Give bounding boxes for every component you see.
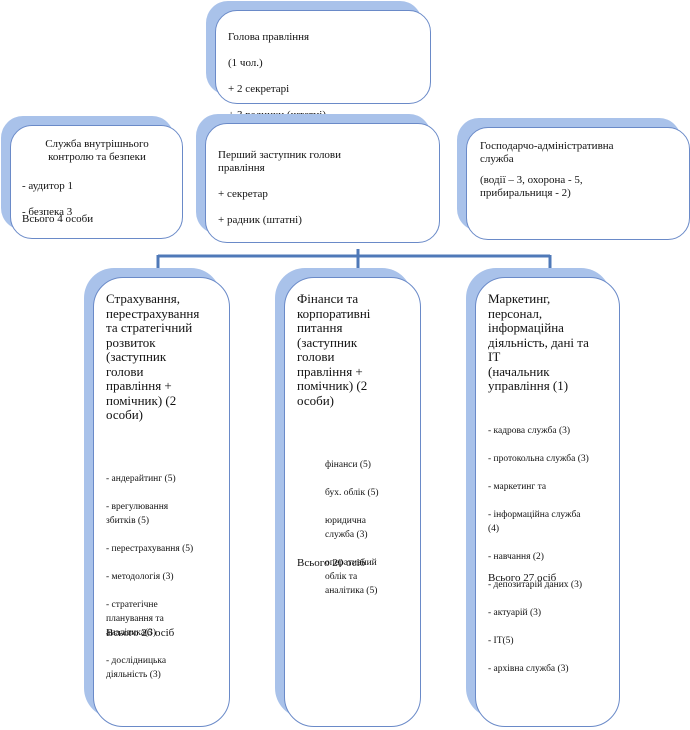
list-item: - перестрахування (5) xyxy=(106,544,194,554)
finance-list: фінанси (5) бух. облік (5) юридична служ… xyxy=(325,444,415,612)
head-line: (1 чол.) xyxy=(228,57,263,69)
list-item: - архівна служба (3) xyxy=(488,664,569,674)
list-item: - андерайтинг (5) xyxy=(106,474,176,484)
marketing-heading: Маркетинг, персонал, інформаційна діяльн… xyxy=(488,291,589,393)
admin-service-details: (водії – 3, охорона - 5, прибиральниця -… xyxy=(480,174,583,199)
list-item: - маркетинг та xyxy=(488,482,547,492)
list-item: - дослідницька діяльність (3) xyxy=(106,656,167,680)
first-deputy-line: + радник (штатні) xyxy=(218,214,302,226)
finance-total: Всього 20 осіб xyxy=(297,557,366,569)
first-deputy-box xyxy=(205,123,440,243)
head-line: Голова правління xyxy=(228,31,310,43)
head-of-board-text: Голова правління (1 чол.) + 2 секретарі … xyxy=(228,18,326,135)
marketing-list: - кадрова служба (3) - протокольна служб… xyxy=(488,410,618,690)
marketing-box xyxy=(475,277,620,727)
insurance-total: Всього 26 осіб xyxy=(106,627,175,639)
insurance-box xyxy=(93,277,230,727)
list-item: - методологія (3) xyxy=(106,572,174,582)
internal-control-box xyxy=(10,125,183,239)
finance-heading: Фінанси та корпоративні питання (заступн… xyxy=(297,291,371,408)
list-item: - кадрова служба (3) xyxy=(488,426,571,436)
internal-control-title: Служба внутрішнього контролю та безпеки xyxy=(45,138,149,163)
list-item: бух. облік (5) xyxy=(325,488,379,498)
insurance-list: - андерайтинг (5) - врегулювання збитків… xyxy=(106,458,228,696)
list-item: - інформаційна служба (4) xyxy=(488,510,581,534)
head-of-board-box xyxy=(215,10,431,104)
first-deputy-line: + секретар xyxy=(218,188,268,200)
internal-control-total: Всього 4 особи xyxy=(22,213,94,225)
list-item: - врегулювання збитків (5) xyxy=(106,502,169,526)
list-item: - аудитор 1 xyxy=(22,180,73,192)
insurance-heading: Страхування, перестрахування та стратегі… xyxy=(106,291,200,422)
list-item: - депозитарій даних (3) xyxy=(488,580,583,590)
list-item: оперативний облік та аналітика (5) xyxy=(325,558,378,596)
finance-box xyxy=(284,277,421,727)
list-item: - безпека 3 xyxy=(22,206,73,218)
list-item: - стратегічне планування та аналітика(3) xyxy=(106,600,164,638)
list-item: фінанси (5) xyxy=(325,460,371,470)
first-deputy-text: Перший заступник голови правління + секр… xyxy=(218,136,341,240)
head-line: + 3 радники (штатні) xyxy=(228,109,327,121)
marketing-total: Всього 27 осіб xyxy=(488,572,557,584)
list-item: - навчання (2) xyxy=(488,552,544,562)
internal-control-items: - аудитор 1 - безпека 3 xyxy=(22,167,73,232)
admin-service-box xyxy=(466,127,690,240)
list-item: - актуарій (3) xyxy=(488,608,542,618)
list-item: - протокольна служба (3) xyxy=(488,454,589,464)
list-item: юридична служба (3) xyxy=(325,516,368,540)
first-deputy-line: Перший заступник голови правління xyxy=(218,149,342,174)
admin-service-title: Господарчо-адміністративна служба xyxy=(480,140,614,165)
list-item: - IT(5) xyxy=(488,636,514,646)
head-line: + 2 секретарі xyxy=(228,83,290,95)
